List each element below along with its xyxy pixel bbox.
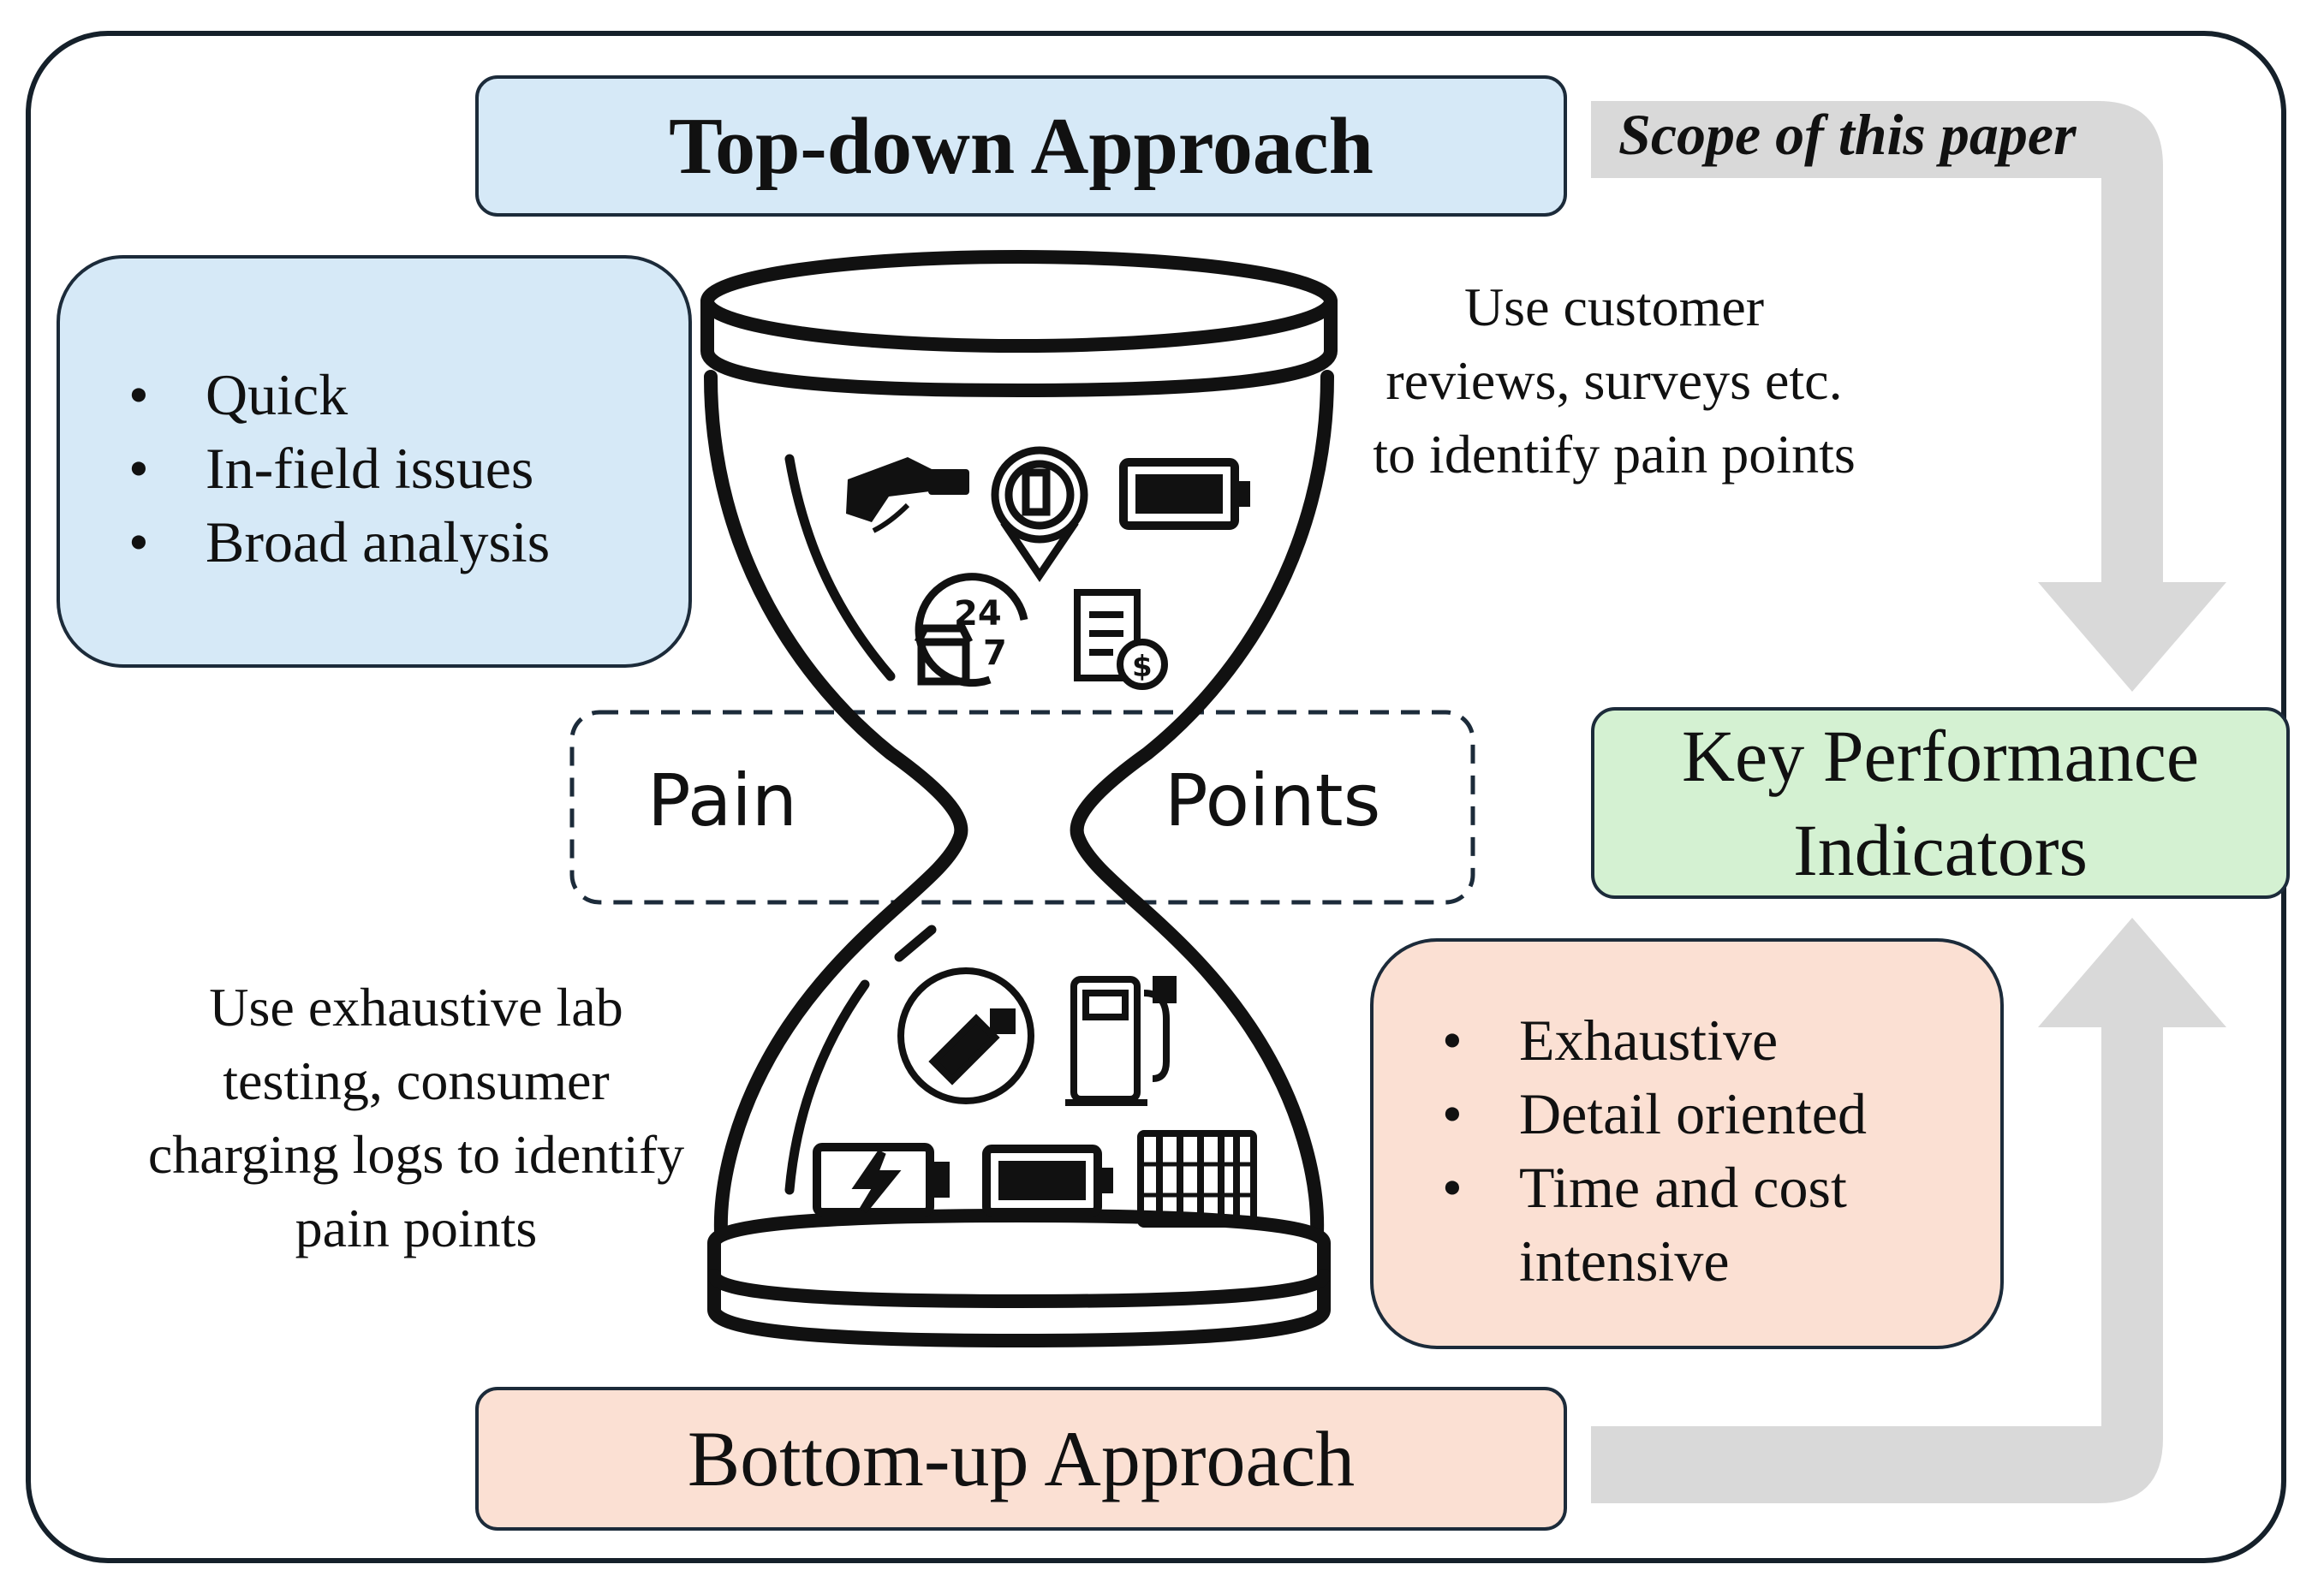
pain-label: Pain	[647, 758, 797, 842]
top-down-approach-title: Top-down Approach	[669, 101, 1374, 191]
points-label: Points	[1165, 758, 1381, 842]
svg-text:7: 7	[983, 633, 1007, 673]
bottom-up-approach-title: Bottom-up Approach	[687, 1415, 1356, 1502]
charger-plug-hand-icon	[846, 457, 969, 533]
kpi-title-line1: Key Performance	[1681, 715, 2200, 797]
kpi-title-line2: Indicators	[1793, 809, 2088, 891]
list-item: •intensive	[1519, 1228, 1730, 1294]
list-item: •In-field issues	[128, 436, 534, 501]
fuel-charger-pump-icon	[1065, 976, 1177, 1106]
svg-text:24: 24	[954, 594, 1002, 633]
svg-text:$: $	[1132, 650, 1153, 684]
bottom-up-arrow	[1591, 918, 2226, 1503]
top-down-features-list: •Quick •In-field issues •Broad analysis	[116, 358, 550, 579]
list-item: •Exhaustive	[1442, 1008, 1779, 1073]
list-item: •Time and cost	[1442, 1155, 1847, 1220]
list-item: •Quick	[128, 362, 349, 427]
charging-station-location-icon	[991, 446, 1088, 583]
glass-highlight-bottom	[894, 925, 937, 962]
bottom-up-features-box: •Exhaustive •Detail oriented •Time and c…	[1370, 938, 2004, 1349]
list-item: •Detail oriented	[1442, 1081, 1867, 1146]
bottom-up-description: Use exhaustive lab testing, consumer cha…	[147, 977, 685, 1258]
battery-full-icon-bottom	[982, 1145, 1113, 1216]
battery-full-icon	[1119, 458, 1250, 530]
top-down-description: Use customer reviews, surveys etc. to id…	[1373, 277, 1856, 485]
24-7-store-icon	[914, 573, 1028, 687]
top-down-features-box: •Quick •In-field issues •Broad analysis	[57, 255, 692, 668]
glass-highlight-top	[784, 454, 896, 681]
list-item: •Broad analysis	[128, 509, 551, 574]
ev-plug-icon	[897, 967, 1034, 1104]
battery-charging-icon	[813, 1143, 950, 1216]
top-down-arrow	[1591, 101, 2226, 692]
bottom-up-approach-box: Bottom-up Approach	[475, 1387, 1567, 1531]
receipt-dollar-icon	[1074, 589, 1168, 690]
kpi-box: Key Performance Indicators	[1591, 707, 2290, 899]
scope-label: Scope of this paper	[1618, 102, 2077, 167]
abacus-icon	[1137, 1130, 1257, 1228]
bottom-up-features-list: •Exhaustive •Detail oriented •Time and c…	[1430, 1003, 1867, 1298]
top-down-approach-box: Top-down Approach	[475, 75, 1567, 217]
